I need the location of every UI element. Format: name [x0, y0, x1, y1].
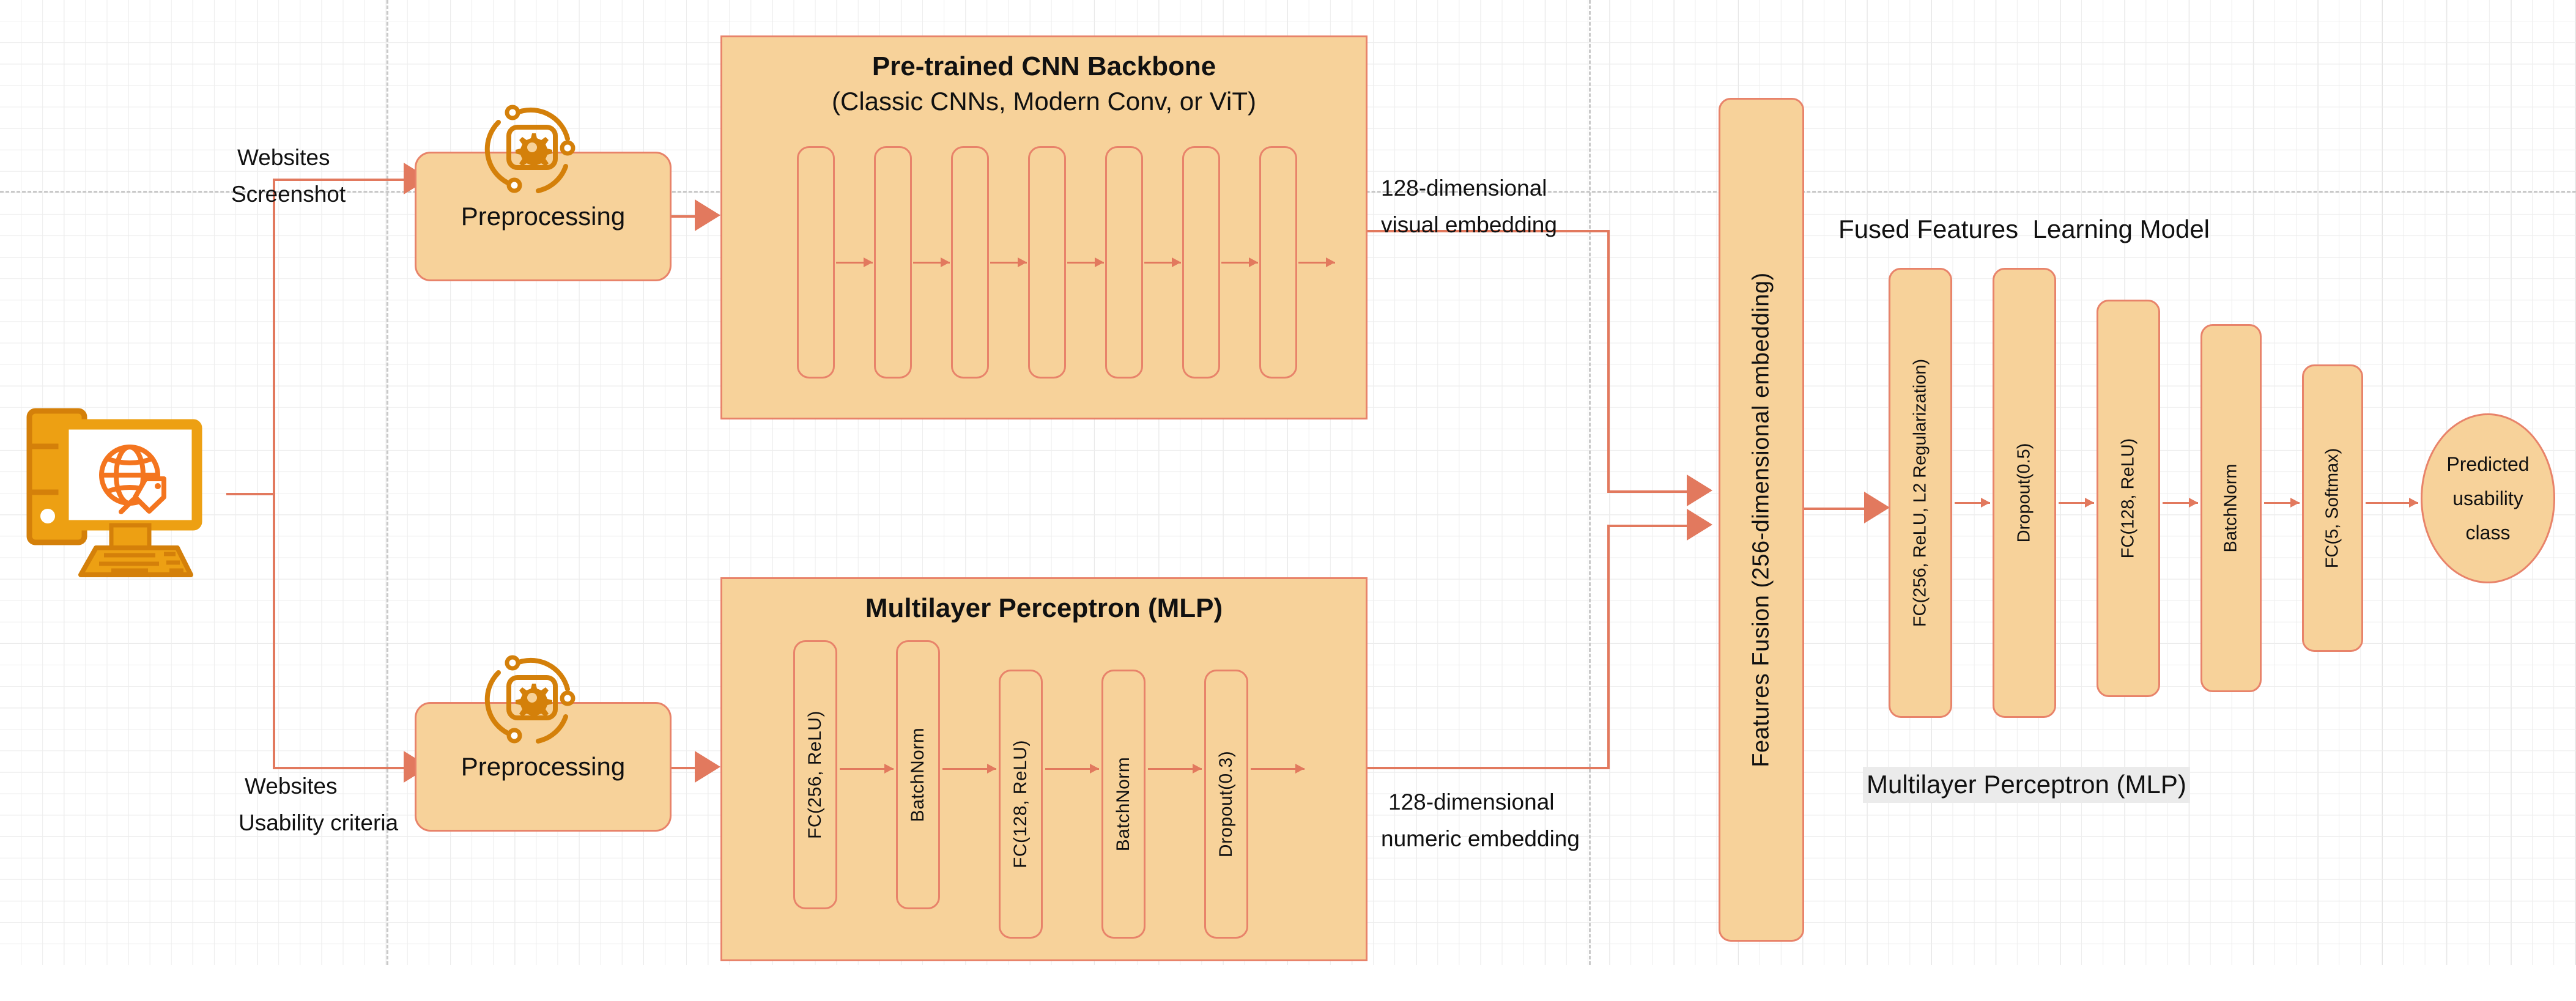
- mlp-layer-dropout: Dropout(0.3): [1204, 670, 1248, 939]
- fused-layer-label: FC(256, ReLU, L2 Regularization): [1910, 358, 1930, 627]
- cnn-inner-arrow: [1067, 257, 1104, 267]
- cnn-layer-bar: [1105, 146, 1143, 379]
- label-usability-criteria-line2: Usability criteria: [239, 810, 399, 835]
- fused-layer-softmax: FC(5, Softmax): [2302, 364, 2363, 652]
- fused-inner-arrow: [1955, 498, 1990, 508]
- connector-preproc-bottom-to-mlp: [672, 767, 698, 769]
- mlp-numeric-title: Multilayer Perceptron (MLP): [865, 593, 1223, 623]
- connector-fusion-in-bottom: [1607, 525, 1690, 527]
- fused-layer-label: Dropout(0.5): [2014, 443, 2034, 543]
- gear-orbit-icon: [480, 648, 584, 752]
- fused-layer-fc128: FC(128, ReLU): [2097, 300, 2160, 697]
- mlp-layer-label: Dropout(0.3): [1216, 750, 1236, 858]
- connector-preproc-top-to-cnn: [672, 215, 698, 218]
- features-fusion-block[interactable]: Features Fusion (256-dimensional embeddi…: [1719, 98, 1804, 942]
- label-visual-embedding-line1: 128-dimensional: [1381, 175, 1547, 201]
- cnn-backbone-block[interactable]: Pre-trained CNN Backbone (Classic CNNs, …: [720, 35, 1368, 419]
- cnn-inner-arrow: [836, 257, 873, 267]
- connector-source-out: [226, 493, 274, 495]
- label-numeric-embedding-line1: 128-dimensional: [1388, 789, 1555, 814]
- cnn-layer-bar: [1028, 146, 1066, 379]
- features-fusion-label: Features Fusion (256-dimensional embeddi…: [1748, 272, 1774, 767]
- cnn-layer-bar: [1182, 146, 1220, 379]
- cnn-layer-bar: [874, 146, 912, 379]
- output-line3: class: [2465, 522, 2511, 544]
- connector-source-down: [273, 493, 275, 768]
- label-usability-criteria-line1: Websites: [245, 774, 338, 799]
- fused-layer-label: BatchNorm: [2221, 464, 2241, 553]
- fused-layer-label: FC(128, ReLU): [2118, 438, 2138, 559]
- fused-inner-arrow: [2264, 498, 2300, 508]
- mlp-inner-arrow: [1251, 764, 1305, 774]
- fused-layer-label: FC(5, Softmax): [2322, 448, 2342, 569]
- fused-inner-arrow: [2059, 498, 2094, 508]
- mlp-layer-fc256: FC(256, ReLU): [793, 640, 837, 909]
- connector-mlp-to-fusion-h: [1368, 767, 1610, 769]
- mlp-inner-arrow: [942, 764, 996, 774]
- output-line2: usability: [2452, 487, 2523, 509]
- fused-inner-arrow-to-output: [2366, 498, 2418, 508]
- cnn-inner-arrow: [913, 257, 950, 267]
- connector-to-preprocessing-top: [273, 179, 406, 181]
- mlp-layer-label: FC(128, ReLU): [1010, 740, 1031, 868]
- arrow-into-fusion-top: [1687, 475, 1712, 506]
- connector-cnn-to-fusion-v: [1607, 230, 1610, 493]
- preprocessing-bottom-block[interactable]: Preprocessing: [415, 702, 672, 832]
- mlp-numeric-block[interactable]: Multilayer Perceptron (MLP) FC(256, ReLU…: [720, 577, 1368, 961]
- preprocessing-bottom-label: Preprocessing: [461, 752, 626, 781]
- preprocessing-top-block[interactable]: Preprocessing: [415, 152, 672, 281]
- arrow-into-mlp: [695, 751, 720, 783]
- cnn-inner-arrow: [1298, 257, 1335, 267]
- mlp-inner-arrow: [1148, 764, 1202, 774]
- cnn-inner-arrow: [1221, 257, 1258, 267]
- connector-to-preprocessing-bottom: [273, 767, 406, 769]
- mlp-inner-arrow: [1045, 764, 1099, 774]
- mlp-inner-arrow: [840, 764, 894, 774]
- mlp-layer-label: BatchNorm: [908, 727, 928, 822]
- arrow-into-cnn: [695, 199, 720, 231]
- fused-model-title: Fused Features Learning Model: [1838, 215, 2210, 243]
- fused-layer-dropout: Dropout(0.5): [1993, 268, 2056, 718]
- mlp-layer-label: BatchNorm: [1113, 756, 1133, 852]
- connector-cnn-to-fusion-h: [1368, 230, 1610, 232]
- label-visual-embedding-line2: visual embedding: [1381, 212, 1557, 237]
- cnn-layer-bar: [797, 146, 835, 379]
- predicted-usability-class-node[interactable]: Predicted usability class: [2421, 413, 2555, 583]
- arrow-into-fusion-bottom: [1687, 509, 1712, 541]
- fused-layer-batchnorm: BatchNorm: [2200, 324, 2262, 692]
- mlp-layer-batchnorm-1: BatchNorm: [896, 640, 940, 909]
- gear-orbit-icon: [480, 98, 584, 202]
- cnn-layer-bar: [1259, 146, 1297, 379]
- mlp-layer-label: FC(256, ReLU): [805, 711, 825, 839]
- connector-fusion-in-top: [1607, 490, 1690, 493]
- preprocessing-top-label: Preprocessing: [461, 202, 626, 231]
- cnn-backbone-title-line1: Pre-trained CNN Backbone: [872, 51, 1216, 81]
- cnn-layer-bar: [951, 146, 989, 379]
- arrow-into-fused-model: [1864, 492, 1890, 523]
- label-websites-screenshot-line2: Screenshot: [231, 182, 346, 207]
- fused-layer-fc256-l2: FC(256, ReLU, L2 Regularization): [1889, 268, 1952, 718]
- mlp-layer-batchnorm-2: BatchNorm: [1101, 670, 1146, 939]
- fused-inner-arrow: [2163, 498, 2198, 508]
- mlp-layer-fc128: FC(128, ReLU): [999, 670, 1043, 939]
- cnn-inner-arrow: [1144, 257, 1181, 267]
- fused-model-caption: Multilayer Perceptron (MLP): [1863, 767, 2190, 803]
- connector-source-up: [273, 179, 275, 494]
- desktop-computer-website-icon: [13, 397, 228, 599]
- output-line1: Predicted: [2446, 453, 2530, 475]
- label-websites-screenshot-line1: Websites: [237, 145, 330, 170]
- label-numeric-embedding-line2: numeric embedding: [1381, 826, 1580, 851]
- connector-mlp-to-fusion-v: [1607, 525, 1610, 769]
- cnn-inner-arrow: [990, 257, 1027, 267]
- connector-fusion-to-fused-model: [1804, 508, 1868, 510]
- cnn-backbone-title-line2: (Classic CNNs, Modern Conv, or ViT): [832, 87, 1256, 116]
- page-guide-vertical-2: [1589, 0, 1591, 965]
- page-guide-vertical-1: [387, 0, 388, 965]
